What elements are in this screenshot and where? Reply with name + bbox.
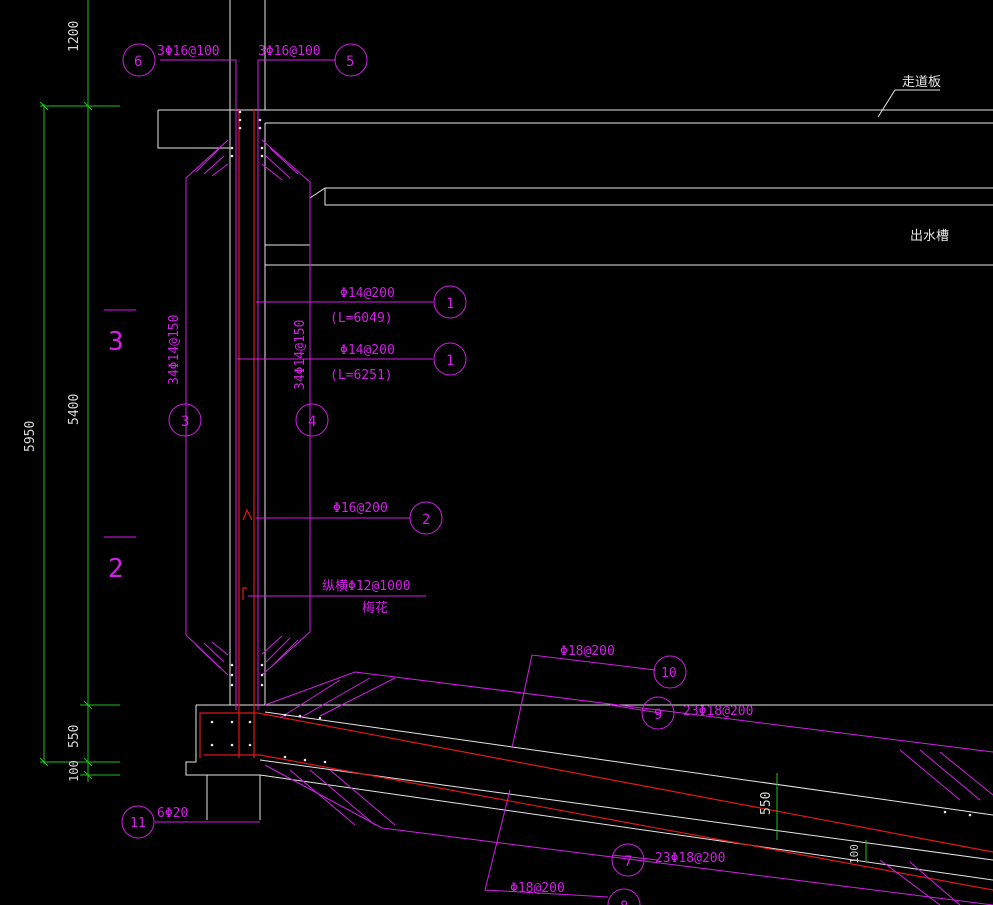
rebar-section-dots (210, 110, 972, 817)
svg-text:11: 11 (130, 816, 146, 831)
svg-text:Φ16@200: Φ16@200 (333, 501, 388, 516)
callout-1-upper: 1 Φ14@200 (L=6049) (330, 285, 467, 326)
svg-text:7: 7 (624, 854, 632, 870)
svg-text:9: 9 (654, 707, 662, 723)
svg-text:1: 1 (446, 353, 454, 369)
concrete-outline (157, 0, 993, 881)
svg-text:(L=6049): (L=6049) (330, 311, 393, 326)
callout-8: 8 Φ18@200 (510, 881, 641, 905)
callout-1-lower: 1 Φ14@200 (L=6251) (330, 342, 467, 383)
outlet-trough-label: 出水槽 (910, 229, 949, 244)
callout-11: 11 6Φ20 (121, 805, 188, 839)
zone-label-3: 3 (108, 327, 124, 357)
dim-100: 100 (67, 760, 81, 782)
callout-3: 3 34Φ14@150 (167, 315, 202, 437)
rebar-schematics (104, 59, 993, 905)
dim-550: 550 (67, 725, 82, 748)
svg-text:34Φ14@150: 34Φ14@150 (167, 315, 182, 385)
dim-5950: 5950 (23, 421, 38, 452)
svg-text:Φ18@200: Φ18@200 (510, 881, 565, 896)
callout-9: 9 23Φ18@200 (641, 696, 753, 730)
callout-2: 2 Φ16@200 (333, 501, 443, 535)
zone-label-2: 2 (108, 554, 124, 584)
svg-text:3: 3 (181, 414, 189, 430)
callout-4: 4 34Φ14@150 (293, 320, 329, 437)
svg-text:2: 2 (422, 512, 430, 528)
distribution-bar-label: 纵横Φ12@1000 (322, 579, 411, 594)
svg-text:3Φ16@100: 3Φ16@100 (157, 44, 220, 59)
svg-text:3Φ16@100: 3Φ16@100 (258, 44, 321, 59)
svg-text:6: 6 (134, 54, 142, 70)
svg-text:5: 5 (346, 54, 354, 70)
svg-text:23Φ18@200: 23Φ18@200 (655, 851, 725, 866)
svg-text:8: 8 (620, 899, 628, 905)
main-bars (199, 110, 993, 891)
callout-6: 6 3Φ16@100 (122, 43, 220, 77)
dimension-lines (39, 0, 867, 862)
dim-slab-550: 550 (759, 792, 774, 815)
distribution-bar-pattern: 梅花 (362, 600, 388, 616)
svg-text:Φ18@200: Φ18@200 (560, 644, 615, 659)
dimension-texts: 1200 5950 5400 550 100 550 100 (23, 21, 861, 864)
callout-10: 10 Φ18@200 (560, 644, 687, 689)
svg-text:6Φ20: 6Φ20 (157, 806, 188, 821)
svg-text:23Φ18@200: 23Φ18@200 (683, 704, 753, 719)
svg-text:(L=6251): (L=6251) (330, 368, 393, 383)
svg-text:Φ14@200: Φ14@200 (340, 286, 395, 301)
svg-text:34Φ14@150: 34Φ14@150 (293, 320, 308, 390)
dim-1200: 1200 (67, 21, 82, 52)
svg-text:10: 10 (661, 666, 677, 681)
svg-text:4: 4 (308, 414, 316, 430)
dim-5400: 5400 (67, 394, 82, 425)
callout-7: 7 23Φ18@200 (611, 843, 725, 877)
svg-text:1: 1 (446, 296, 454, 312)
dim-slab-100: 100 (848, 844, 861, 864)
walkway-board-label: 走道板 (902, 75, 941, 90)
callout-5: 5 3Φ16@100 (258, 43, 368, 77)
svg-text:Φ14@200: Φ14@200 (340, 343, 395, 358)
